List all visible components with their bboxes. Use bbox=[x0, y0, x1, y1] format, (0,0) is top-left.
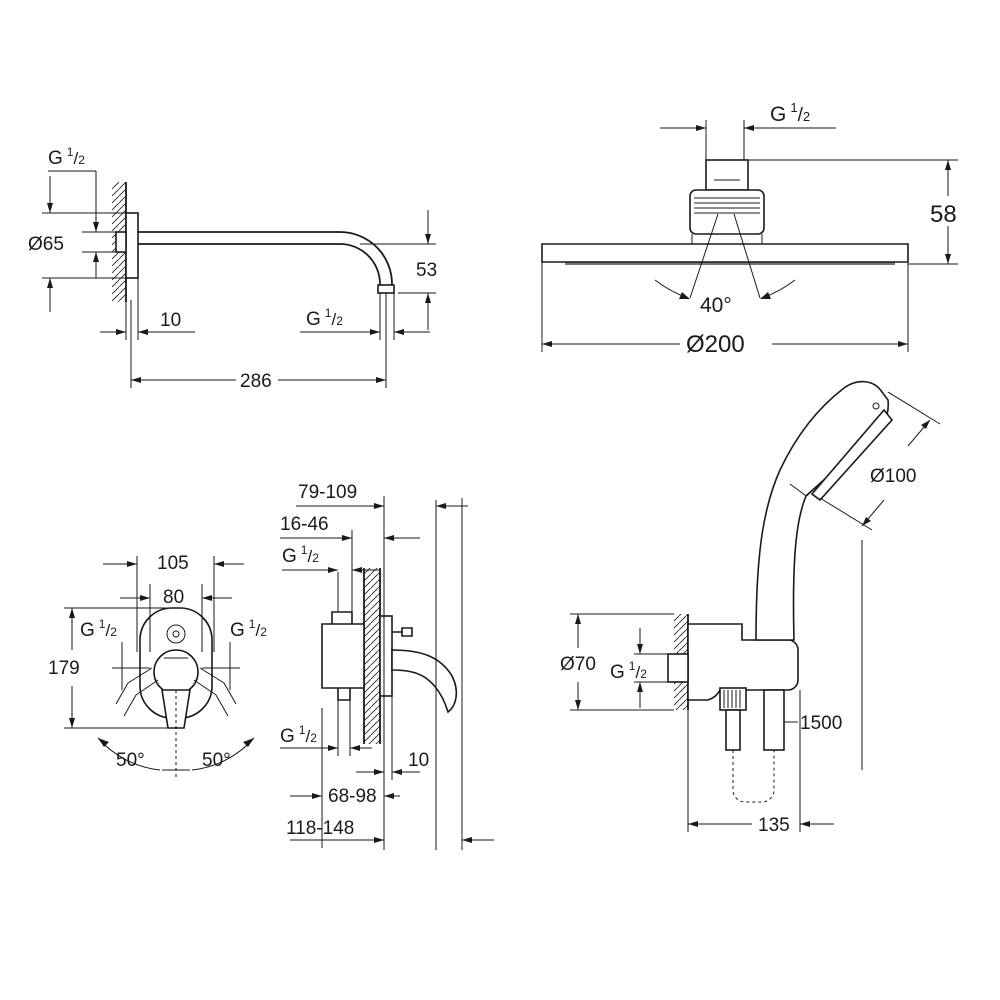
mixer-angle-right-label: 50° bbox=[202, 750, 231, 771]
head-diameter-label: Ø200 bbox=[686, 331, 745, 358]
mixer-width-inner-label: 80 bbox=[163, 587, 184, 608]
mixer-height-label: 179 bbox=[48, 658, 80, 679]
head-shower-plate bbox=[541, 243, 909, 263]
mixer-lever-hub bbox=[153, 649, 199, 695]
head-shower-connector bbox=[705, 159, 749, 191]
hand-outlet-diameter-label: Ø70 bbox=[560, 654, 596, 675]
mixer-side-lever bbox=[391, 649, 458, 714]
mixer-body bbox=[321, 611, 365, 701]
head-height-label: 58 bbox=[930, 201, 957, 228]
arm-offset-label: 10 bbox=[160, 310, 181, 331]
side-range-4-label: 118-148 bbox=[286, 818, 354, 839]
wall-hatch bbox=[364, 568, 380, 744]
arm-flange bbox=[125, 212, 139, 279]
hand-shower-face bbox=[810, 408, 894, 502]
arm-diameter-label: Ø65 bbox=[28, 234, 64, 255]
arm-length-label: 286 bbox=[240, 371, 272, 392]
mixer-angle-left-label: 50° bbox=[116, 750, 145, 771]
side-range-2-label: 16-46 bbox=[280, 514, 329, 535]
hand-head-diameter-label: Ø100 bbox=[870, 466, 916, 487]
hand-hose-length-label: 1500 bbox=[800, 713, 842, 734]
mixer-width-outer-label: 105 bbox=[157, 553, 189, 574]
shower-arm bbox=[138, 231, 393, 287]
head-tilt-label: 40° bbox=[700, 294, 732, 317]
side-range-1-label: 79-109 bbox=[298, 482, 357, 503]
arm-drop-label: 53 bbox=[416, 260, 437, 281]
side-offset-label: 10 bbox=[408, 750, 429, 771]
side-range-3-label: 68-98 bbox=[328, 786, 377, 807]
hand-projection-label: 135 bbox=[758, 815, 790, 836]
